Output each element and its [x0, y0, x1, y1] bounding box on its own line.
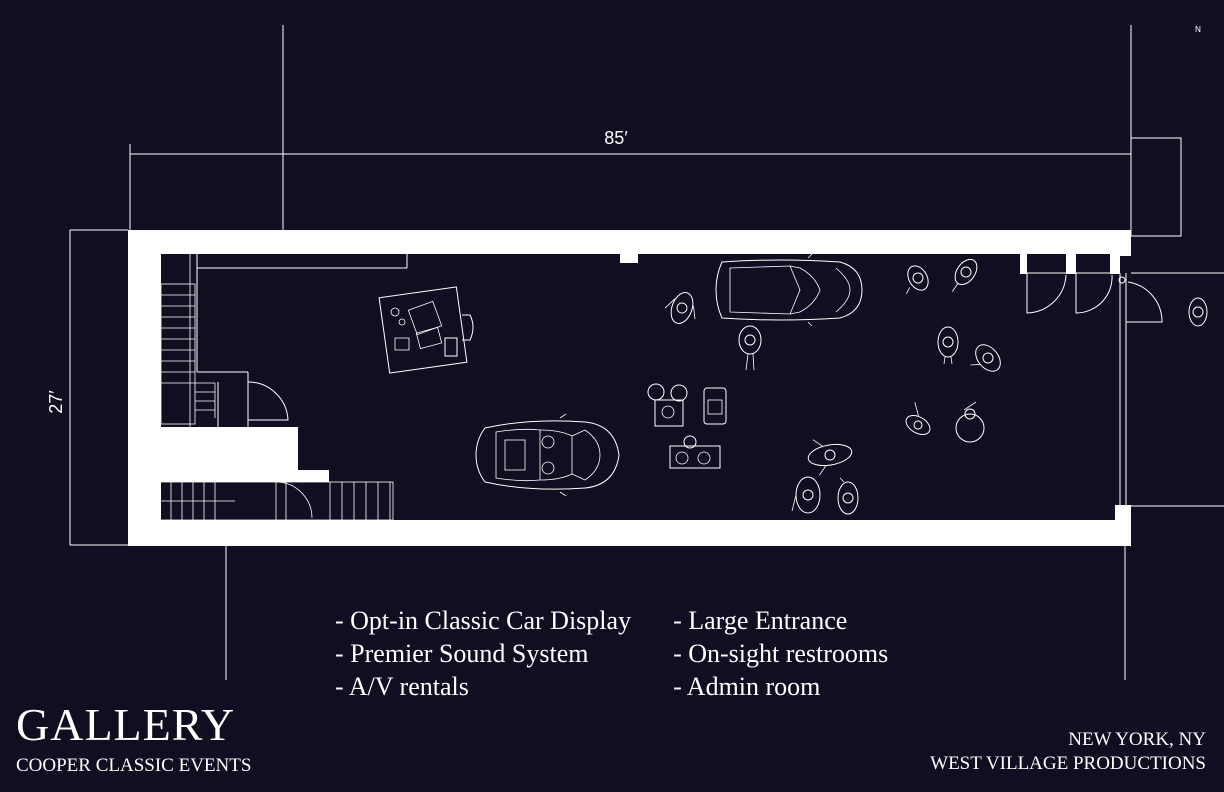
outer-walls	[128, 230, 1131, 546]
people	[664, 258, 1208, 515]
width-dimension: 27′	[46, 390, 66, 414]
feature-item: - Large Entrance	[673, 606, 848, 635]
person	[905, 402, 931, 435]
feature-item: - Admin room	[673, 672, 821, 701]
feature-list: - Opt-in Classic Car Display - Premier S…	[335, 604, 888, 703]
location-company: WEST VILLAGE PRODUCTIONS	[930, 753, 1206, 774]
length-dimension: 85′	[604, 128, 628, 148]
stairs-lower	[149, 481, 394, 521]
person	[807, 439, 853, 476]
person	[937, 326, 959, 365]
dimension-lines	[69, 25, 1224, 680]
person	[837, 477, 859, 515]
display-car	[715, 253, 863, 327]
feature-column-right: - Large Entrance - On-sight restrooms - …	[673, 604, 888, 703]
feature-item: - Premier Sound System	[335, 639, 589, 668]
stairs-upper	[160, 283, 216, 425]
person	[955, 401, 985, 443]
person	[951, 258, 978, 292]
person	[664, 292, 696, 324]
person	[1188, 297, 1208, 327]
location-city: NEW YORK, NY	[1068, 729, 1206, 750]
interior-partitions	[189, 254, 408, 427]
admin-desk	[378, 286, 474, 374]
classic-car-convertible	[475, 413, 620, 497]
person	[906, 265, 929, 295]
venue-subtitle: COOPER CLASSIC EVENTS	[16, 755, 252, 776]
location-block: NEW YORK, NY WEST VILLAGE PRODUCTIONS	[930, 728, 1206, 776]
feature-item: - On-sight restrooms	[673, 639, 889, 668]
venue-title: GALLERY	[16, 699, 236, 750]
person	[791, 476, 821, 514]
feature-column-left: - Opt-in Classic Car Display - Premier S…	[335, 604, 631, 703]
feature-item: - A/V rentals	[335, 672, 469, 701]
feature-item: - Opt-in Classic Car Display	[335, 606, 632, 635]
seating-cluster	[647, 383, 727, 469]
north-mark: ᴺ	[1195, 24, 1200, 38]
person	[738, 325, 762, 371]
restroom-doors	[1020, 254, 1163, 505]
person	[970, 344, 1001, 372]
